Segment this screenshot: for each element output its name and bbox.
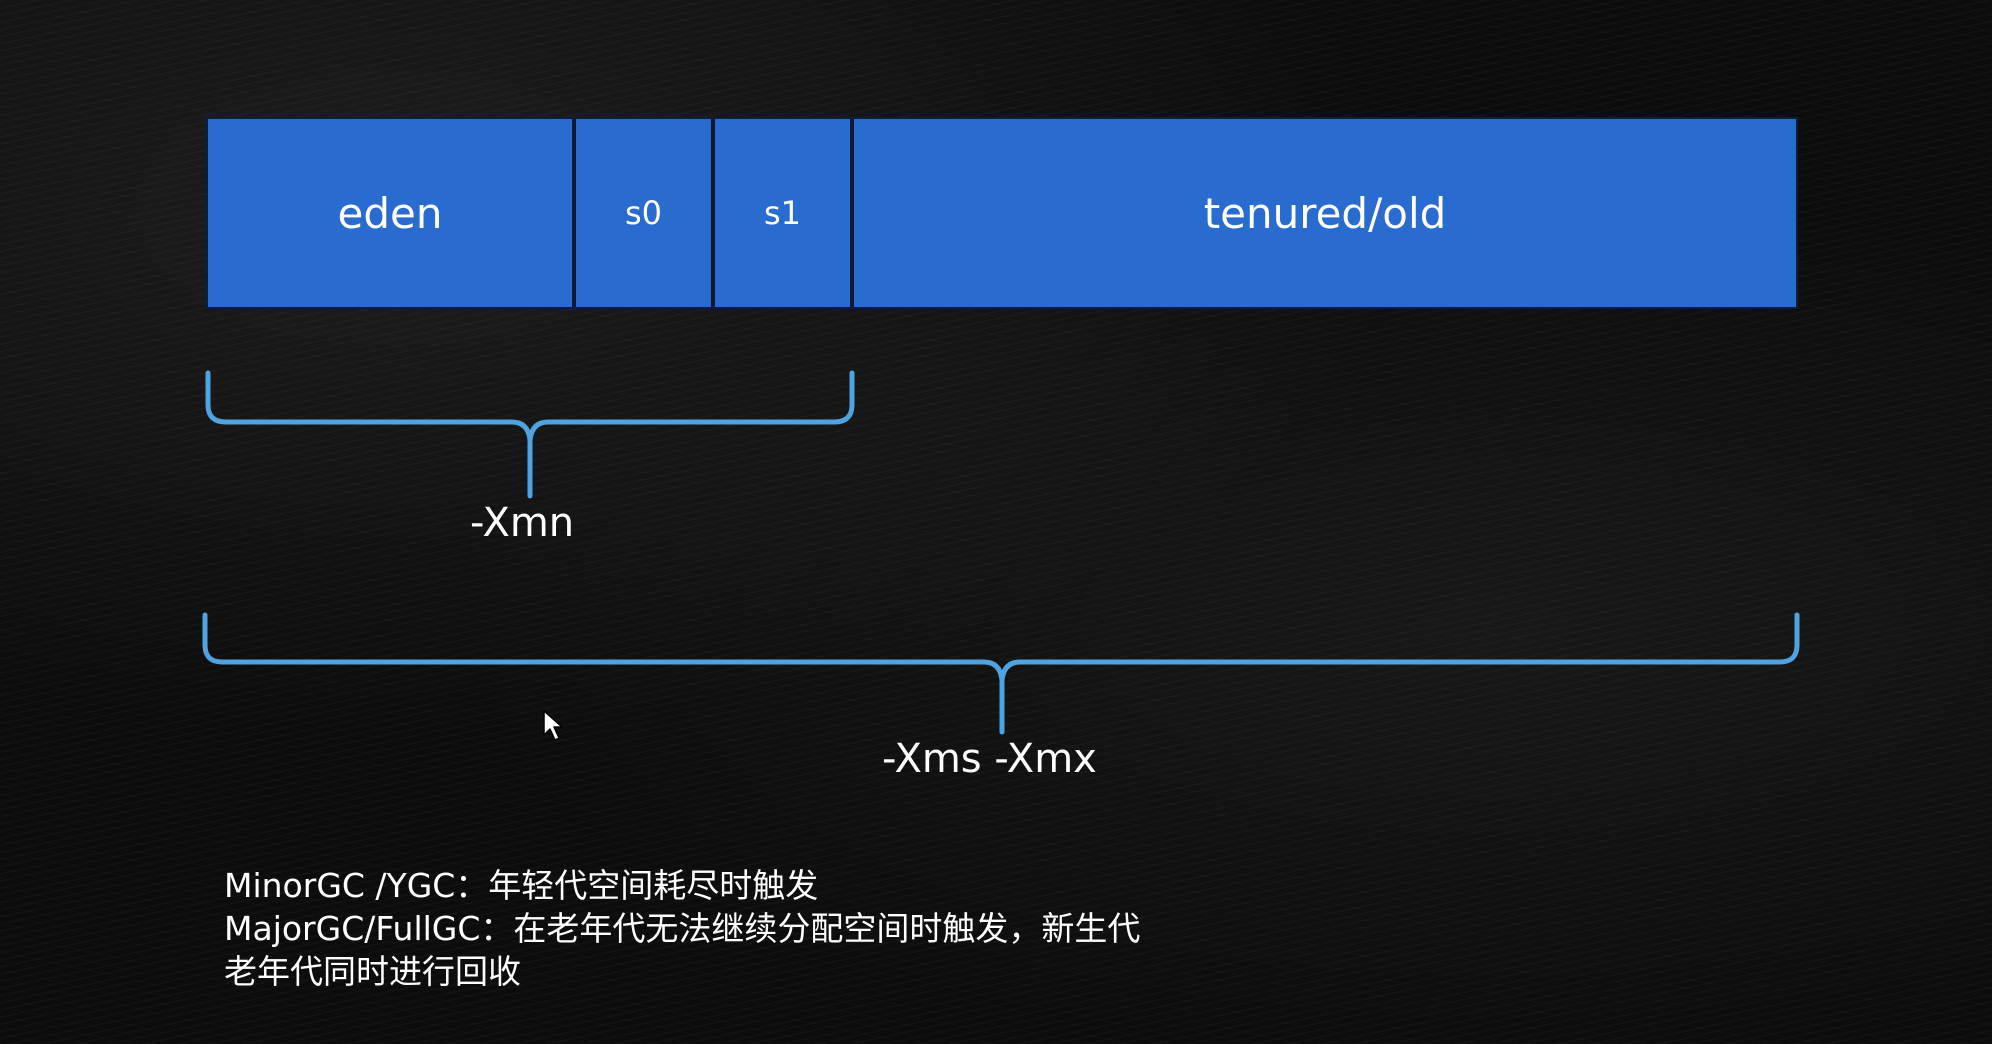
mouse-pointer-icon: [543, 710, 563, 741]
tenured-old-label: tenured/old: [1203, 188, 1447, 238]
gc-notes: MinorGC /YGC：年轻代空间耗尽时触发 MajorGC/FullGC：在…: [224, 864, 1140, 993]
total-heap-brace: [202, 612, 1800, 735]
major-gc-note-continued: 老年代同时进行回收: [224, 952, 521, 991]
tenured-old-segment: tenured/old: [854, 119, 1796, 307]
eden-segment: eden: [208, 119, 576, 307]
s1-label: s1: [763, 194, 802, 232]
survivor-s1-segment: s1: [715, 119, 854, 307]
minor-gc-note: MinorGC /YGC：年轻代空间耗尽时触发: [224, 866, 819, 905]
survivor-s0-segment: s0: [576, 119, 715, 307]
heap-memory-bar: eden s0 s1 tenured/old: [206, 117, 1798, 309]
major-gc-note: MajorGC/FullGC：在老年代无法继续分配空间时触发，新生代: [224, 909, 1141, 948]
s0-label: s0: [624, 194, 663, 232]
xms-xmx-label: -Xms -Xmx: [882, 736, 1097, 782]
eden-label: eden: [337, 188, 443, 238]
young-generation-brace: [205, 370, 855, 499]
xmn-label: -Xmn: [470, 500, 575, 546]
